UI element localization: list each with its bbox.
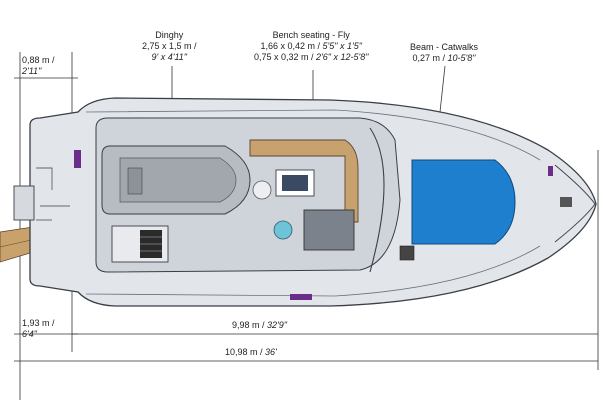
overall-length-label: 10,98 m / 36' xyxy=(225,347,277,358)
leader-beam xyxy=(439,65,446,113)
dimension-lines xyxy=(14,52,599,400)
deck-hatch xyxy=(111,225,169,263)
bench-title: Bench seating - Fly xyxy=(272,30,350,40)
purple-marker-bow xyxy=(548,166,553,176)
dinghy-metric: 2,75 x 1,5 m / xyxy=(142,41,197,51)
purple-marker-stern xyxy=(74,150,81,168)
swim-platform xyxy=(13,185,35,221)
bench-label: Bench seating - Fly 1,66 x 0,42 m / 5'5"… xyxy=(254,30,368,63)
hull-length-metric: 9,98 m / xyxy=(232,320,268,330)
hull-length-label: 9,98 m / 32'9" xyxy=(232,320,287,331)
side-deck-line xyxy=(85,109,541,297)
dinghy-label: Dinghy 2,75 x 1,5 m / 9' x 4'11" xyxy=(142,30,197,63)
purple-marker-side xyxy=(290,294,312,300)
bench-line2-metric: 0,75 x 0,32 m / xyxy=(254,52,317,62)
overall-length-imperial: 36' xyxy=(265,347,277,357)
swim-platform-metric: 0,88 m / xyxy=(22,55,55,65)
beam-title: Beam - Catwalks xyxy=(410,42,479,52)
stern-offset-metric: 1,93 m / xyxy=(22,318,55,328)
helm-console xyxy=(303,209,355,251)
beam-label: Beam - Catwalks 0,27 m / 10-5'8" xyxy=(410,42,478,64)
anchor-windlass xyxy=(560,197,572,207)
bench-line1-imperial: 5'5" x 1'5" xyxy=(322,41,362,51)
stern-rails xyxy=(36,167,70,221)
beam-imperial: 10-5'8" xyxy=(447,53,476,63)
dinghy-imperial: 9' x 4'11" xyxy=(151,52,188,62)
stern-offset-imperial: 6'4" xyxy=(22,329,37,339)
bench-line1-metric: 1,66 x 0,42 m / xyxy=(260,41,323,51)
swim-platform-label: 0,88 m / 2'11" xyxy=(22,55,55,77)
windshield xyxy=(369,127,385,273)
bench-line2-imperial: 2'6" x 12-5'8" xyxy=(316,52,369,62)
stern-offset-label: 1,93 m / 6'4" xyxy=(22,318,55,340)
hull-length-imperial: 32'9" xyxy=(267,320,287,330)
beam-metric: 0,27 m / xyxy=(412,53,448,63)
bow-pulpit xyxy=(554,164,596,243)
helm-figure xyxy=(273,220,293,240)
overall-length-metric: 10,98 m / xyxy=(225,347,266,357)
bow-sundeck xyxy=(411,159,516,245)
deck-fitting xyxy=(252,180,272,200)
dinghy-title: Dinghy xyxy=(155,30,184,40)
fly-access-hatch xyxy=(399,245,415,261)
swim-platform-imperial: 2'11" xyxy=(22,66,42,76)
dinghy-shape xyxy=(101,145,251,215)
